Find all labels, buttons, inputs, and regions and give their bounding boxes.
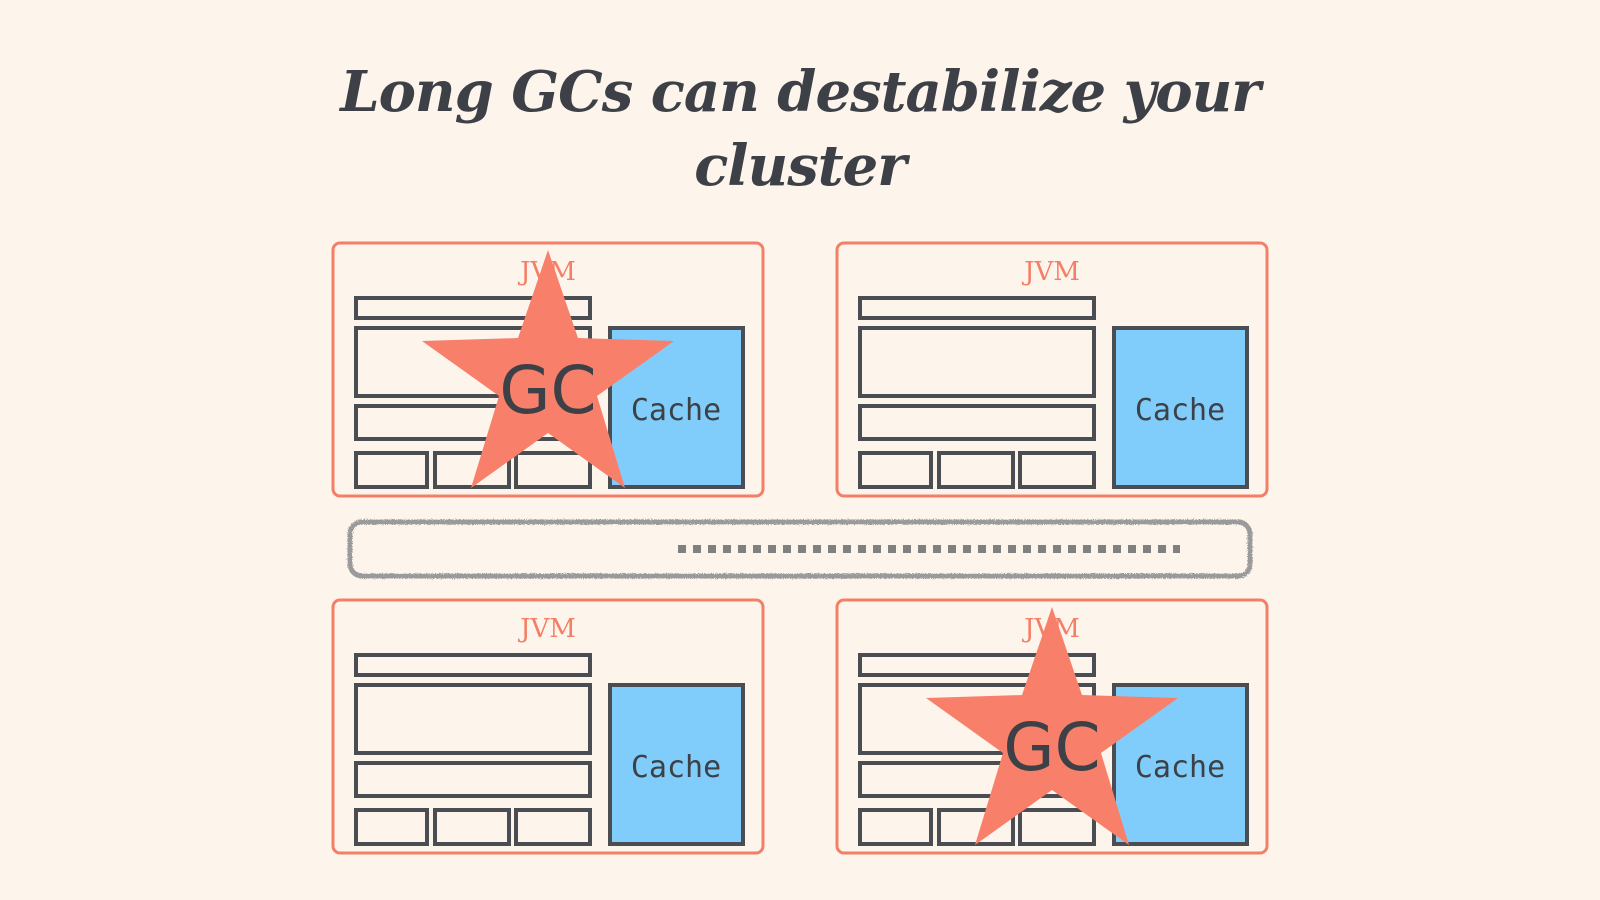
gc-label: GC (499, 352, 596, 429)
cache-box (1112, 326, 1249, 489)
jvm-box (835, 598, 1269, 855)
jvm-node-bottom-left: JVM Cache (331, 598, 765, 855)
heap-blocks (354, 653, 592, 846)
cache-label: Cache (631, 393, 721, 428)
gc-star: GC (926, 607, 1178, 845)
cluster-network (347, 487, 1253, 685)
jvm-box (331, 241, 765, 498)
gc-star: GC (422, 250, 674, 488)
title-line-1: Long GCs can destabilize your (340, 59, 1261, 125)
jvm-label: JVM (517, 614, 576, 644)
jvm-node-bottom-right: JVM Cache GC (835, 598, 1269, 855)
jvm-node-top-left: JVM Cache GC (331, 241, 765, 498)
gc-star-shape (926, 607, 1178, 845)
jvm-box (835, 241, 1269, 498)
slide-title: Long GCs can destabilize your cluster (0, 55, 1600, 203)
cache-box (608, 326, 745, 489)
gc-label: GC (1003, 709, 1100, 786)
cache-label: Cache (631, 750, 721, 785)
cache-label: Cache (1135, 393, 1225, 428)
jvm-node-top-right: JVM Cache (835, 241, 1269, 498)
jvm-box (331, 598, 765, 855)
title-line-2: cluster (694, 133, 907, 199)
network-bus-outline (347, 519, 1253, 579)
cache-box (608, 683, 745, 846)
gc-star-shape (422, 250, 674, 488)
jvm-label: JVM (1021, 257, 1080, 287)
heap-blocks (858, 296, 1096, 489)
cache-label: Cache (1135, 750, 1225, 785)
